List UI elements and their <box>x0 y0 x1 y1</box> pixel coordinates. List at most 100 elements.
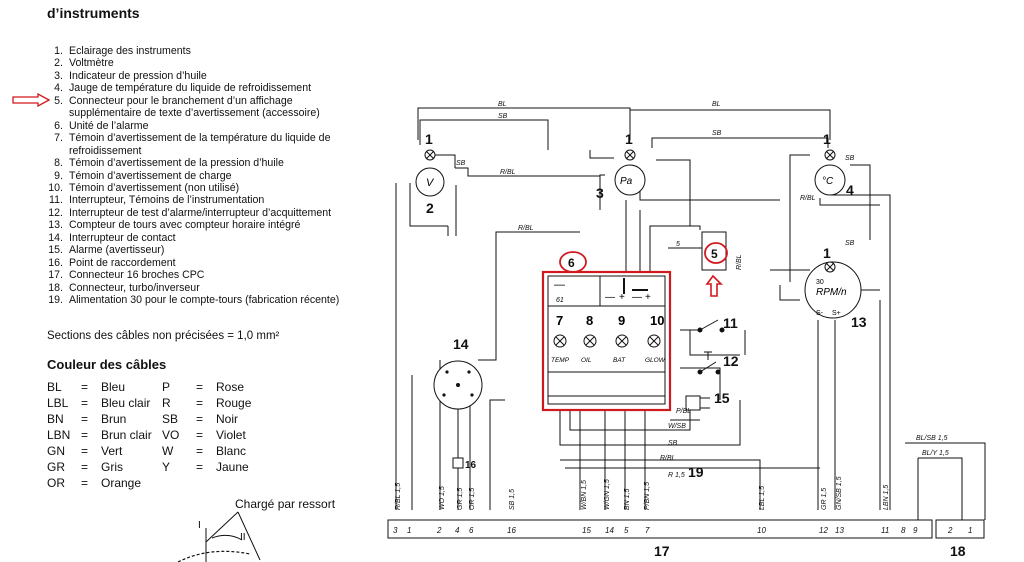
lamp-label: BAT <box>613 357 626 364</box>
rpm-gauge: RPM/n 30 S- S+ <box>804 261 862 319</box>
color-code: GN <box>47 444 65 458</box>
label-5: 5 <box>711 247 718 261</box>
legend-item: 1.Eclairage des instruments <box>47 45 339 57</box>
legend-item: 17. Connecteur 16 broches CPC <box>47 269 339 281</box>
connector-17-pin: 11 <box>881 526 889 535</box>
color-entry: GR=Gris <box>47 459 152 475</box>
color-code: OR <box>47 476 65 490</box>
bulb-icon <box>824 149 836 161</box>
color-entry: GN = Vert <box>47 443 152 459</box>
color-name: Bleu clair <box>101 396 151 410</box>
connector-17-pin: 15 <box>582 526 591 535</box>
color-code: VO <box>162 428 180 442</box>
wire-label-rbl-1: R/BL <box>500 169 516 176</box>
legend-item: 3. Indicateur de pression d’huile <box>47 70 339 82</box>
alarm-mark-minus: — <box>554 279 565 291</box>
color-name: Vert <box>101 444 123 458</box>
legend-item: 12.Interrupteur de test d’alarme/interru… <box>47 207 339 219</box>
legend-item-text: Connecteur, turbo/inverseur <box>69 281 200 294</box>
color-eq: = <box>81 444 89 458</box>
color-entry: Y=Jaune <box>162 459 251 475</box>
wire-label-blsb15: BL/SB 1,5 <box>916 435 948 442</box>
legend-item-number: 3. <box>54 69 63 82</box>
legend-item-text: supplémentaire de texte d’avertissement … <box>69 107 320 120</box>
legend-item-number: 13. <box>48 219 63 232</box>
lamp-label: TEMP <box>551 357 570 364</box>
connector-17-pin: 6 <box>469 526 474 535</box>
connector-18-pin: 1 <box>968 526 972 535</box>
contact-switch <box>433 360 483 410</box>
legend-item-number: 5. <box>54 94 63 107</box>
legend-item: 8.Témoin d’avertissement de la pression … <box>47 157 339 169</box>
color-name: Blanc <box>216 444 247 458</box>
legend-item: 16.Point de raccordement <box>47 257 339 269</box>
connector-17-pin: 16 <box>507 526 516 535</box>
label-1-c: 1 <box>823 131 831 147</box>
legend-item-text: Indicateur de pression d’huile <box>69 69 207 82</box>
highlight-circle-5 <box>704 242 728 264</box>
lamp-label: GLOW <box>645 357 666 364</box>
legend-item-text: Connecteur 16 broches CPC <box>69 269 205 282</box>
bulb-icon <box>824 261 836 273</box>
color-name: Brun <box>101 412 127 426</box>
rpm-terminal-s-plus: S+ <box>832 310 841 317</box>
wire-label-wsb: W/SB <box>668 423 686 430</box>
bottom-wire-label: W/BN 1,5 <box>581 480 588 510</box>
connector-18-body <box>935 519 985 539</box>
connection-point-16 <box>452 457 464 469</box>
legend-item-text: Unité de l’alarme <box>69 119 149 132</box>
label-16: 16 <box>465 460 477 471</box>
label-17: 17 <box>654 543 670 559</box>
color-eq: = <box>196 396 204 410</box>
lamp-number: 7 <box>556 313 563 328</box>
legend-item: 10.Témoin d’avertissement (non utilisé) <box>47 182 339 194</box>
connector-17-pin: 8 <box>901 526 906 535</box>
lamp-number: 10 <box>650 313 664 328</box>
color-code: W <box>162 444 174 458</box>
wire-label-bl-2: BL <box>712 101 721 108</box>
connector-17-pin: 7 <box>645 526 650 535</box>
color-name: Violet <box>216 428 246 442</box>
connector-17-pin: 13 <box>835 526 844 535</box>
connector-17-pin: 3 <box>393 526 398 535</box>
page-title: d’instruments <box>47 5 140 21</box>
color-eq: = <box>81 396 89 410</box>
label-1-a: 1 <box>425 131 433 147</box>
color-entry: W=Blanc <box>162 443 251 459</box>
connector-17-pin: 10 <box>757 526 766 535</box>
color-entry: LBL=Bleu clair <box>47 395 152 411</box>
label-13: 13 <box>851 314 867 330</box>
bottom-wire-label: BN 1,5 <box>624 488 631 510</box>
wire-label-rbl-2: R/BL <box>518 225 534 232</box>
coolant-temp-label: °C <box>822 176 834 187</box>
bottom-wire-label: SB 1,5 <box>509 489 516 510</box>
label-14: 14 <box>453 336 469 352</box>
legend-item: 13.Compteur de tours avec compteur horai… <box>47 219 339 231</box>
color-name: Rose <box>216 380 245 394</box>
wire-label-sb-3: SB <box>456 160 466 167</box>
label-2: 2 <box>426 200 434 216</box>
warning-lamp-icon <box>553 334 567 348</box>
bottom-wire-label: LBN 1,5 <box>883 485 890 510</box>
color-code: LBN <box>47 428 71 442</box>
bottom-wire-label: GN/SB 1,5 <box>836 476 843 510</box>
sections-note: Sections des câbles non précisées = 1,0 … <box>47 330 280 342</box>
label-4: 4 <box>846 182 854 198</box>
legend-item: 5.Connecteur pour le branchement d’un af… <box>47 95 339 107</box>
legend-item-text: Voltmètre <box>69 57 114 70</box>
bottom-wire-label: R/BL 1,5 <box>395 483 402 510</box>
colors-title: Couleur des câbles <box>47 357 167 372</box>
connector-18-pin: 2 <box>947 526 953 535</box>
legend-item-number: 17. <box>48 269 63 282</box>
legend-item: 6.Unité de l’alarme <box>47 120 339 132</box>
color-name: Bleu <box>101 380 126 394</box>
rpm-terminal-s-minus: S- <box>816 310 824 317</box>
bottom-wire-label: LBL 1,5 <box>759 486 766 510</box>
legend-item: 14. Interrupteur de contact <box>47 232 339 244</box>
legend-item-text: Interrupteur de contact <box>69 231 176 244</box>
wire-label-rbl-5: R/BL <box>736 254 743 270</box>
legend-item-number: 14. <box>48 231 63 244</box>
color-eq: = <box>196 428 204 442</box>
